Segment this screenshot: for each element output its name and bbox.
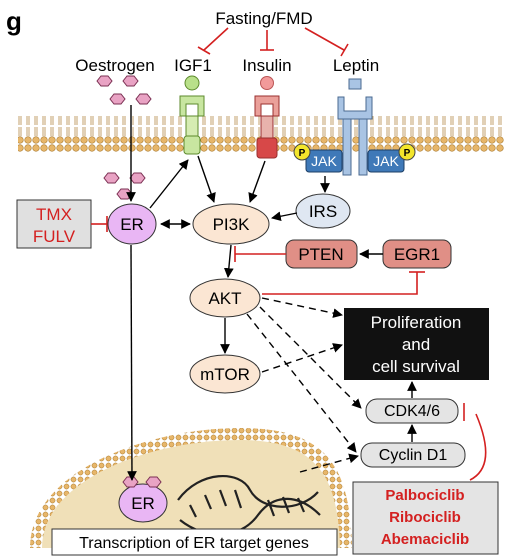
- transcription-label: Transcription of ER target genes: [79, 535, 309, 552]
- oestrogen-intracellular: [103, 172, 146, 200]
- oestrogen-label: Oestrogen: [75, 56, 154, 75]
- proliferation-line-2: and: [402, 335, 430, 354]
- proliferation-line-1: Proliferation: [371, 313, 462, 332]
- inhibition-lines: [234, 246, 425, 295]
- transcription-box: [51, 528, 338, 556]
- pi3k-label: PI3K: [213, 215, 251, 234]
- igf1-label: IGF1: [174, 56, 212, 75]
- er-nucleus-label: ER: [131, 494, 155, 513]
- pten-label: PTEN: [298, 245, 343, 264]
- drug-abemaciclib: Abemaciclib: [381, 531, 469, 548]
- leptin-label: Leptin: [333, 56, 379, 75]
- er-nucleus-node: [118, 483, 168, 523]
- dashed-arrows: [246, 297, 362, 473]
- cdk-drug-inhibition: [469, 413, 487, 481]
- activation-arrows: [126, 105, 417, 481]
- jak-right-box: [367, 149, 405, 173]
- irs-node: [295, 193, 351, 229]
- fasting-label: Fasting/FMD: [215, 9, 312, 28]
- cyclin-d1-label: Cyclin D1: [379, 447, 448, 464]
- jak-left-box: [305, 149, 343, 173]
- irs-label: IRS: [309, 202, 337, 221]
- insulin-label: Insulin: [242, 56, 291, 75]
- er-label: ER: [120, 215, 144, 234]
- cyclin-d1-node: [360, 442, 466, 468]
- cdk46-node: [365, 398, 459, 424]
- oestrogen-molecules: [96, 75, 152, 105]
- cdk46-label: CDK4/6: [384, 403, 440, 420]
- mtor-label: mTOR: [200, 365, 250, 384]
- jak-right-label: JAK: [373, 153, 399, 169]
- insulin-ligand: [260, 76, 274, 90]
- phospho-right-label: P: [404, 148, 411, 159]
- pi3k-node: [192, 203, 270, 245]
- mtor-node: [189, 354, 261, 394]
- egr1-label: EGR1: [394, 245, 440, 264]
- leptin-ligand: [348, 78, 362, 90]
- cdk-drug-box: [352, 481, 499, 555]
- akt-node: [189, 278, 261, 318]
- igf1-receptor: [179, 95, 205, 155]
- insulin-receptor: [254, 95, 280, 159]
- panel-letter: g: [6, 6, 22, 36]
- jak-left-label: JAK: [311, 153, 337, 169]
- phospho-left-label: P: [299, 148, 306, 159]
- drug-fulv: FULV: [33, 227, 76, 246]
- drug-palbociclib: Palbociclib: [385, 487, 464, 504]
- drug-ribociclib: Ribociclib: [389, 509, 461, 526]
- drug-tmx: TMX: [36, 205, 72, 224]
- er-drug-box: [16, 199, 92, 249]
- nucleus-interior: [42, 440, 340, 548]
- igf1-ligand: [184, 75, 200, 91]
- akt-label: AKT: [208, 289, 241, 308]
- proliferation-box: [344, 308, 489, 380]
- phospho-right-badge: [398, 143, 416, 161]
- proliferation-line-3: cell survival: [372, 357, 460, 376]
- leptin-receptor: [337, 96, 373, 176]
- er-node: [107, 203, 157, 245]
- fasting-inhibition-lines: [197, 27, 349, 57]
- phospho-left-badge: [293, 143, 311, 161]
